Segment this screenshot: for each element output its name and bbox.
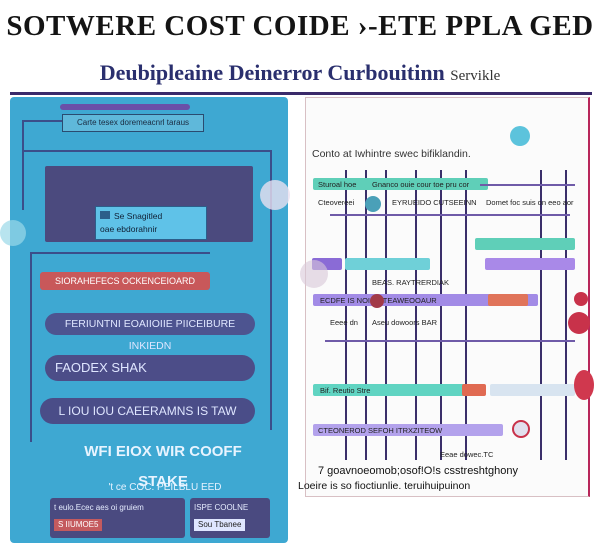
left-bar-1: SIORAHEFECS OCKENCEIOARD <box>40 272 210 290</box>
left-bottom-card-a: t eulo.Ecec aes oi gruiem S IIUMOE5 <box>50 498 185 538</box>
card-a-line1: t eulo.Ecec aes oi gruiem <box>54 503 144 512</box>
gantt-bar <box>475 238 575 250</box>
inner-card-icon <box>100 211 110 219</box>
milestone-dot <box>370 294 384 308</box>
node-icon <box>365 196 381 212</box>
decorative-blob <box>0 220 26 246</box>
card-b-cell: Sou Tbanee <box>194 519 246 531</box>
page-subtitle: Deubipleaine Deinerror Curbouitinn Servi… <box>0 60 600 86</box>
row-text: Bif. Reutio Stre <box>320 386 371 395</box>
connector-line <box>30 252 210 254</box>
gantt-bar <box>485 258 575 270</box>
connector-line <box>30 252 32 442</box>
gantt-bar <box>490 384 575 396</box>
left-top-box: Carte tesex doremeacnrl taraus <box>62 114 204 132</box>
gantt-line <box>330 214 570 216</box>
right-panel-header: Conto at Iwhintre swec bifiklandin. <box>312 148 471 160</box>
grid-vline <box>365 170 367 460</box>
left-bar-5: WFI EIOX WIR COOFF STAKE <box>58 437 268 490</box>
left-bar-3: FAODEX SHAK <box>45 355 255 381</box>
row-text: Sturoal hoe <box>318 180 357 189</box>
gantt-bar <box>488 294 528 306</box>
header-divider <box>10 92 592 95</box>
decorative-blob <box>260 180 290 210</box>
gantt-bar <box>462 384 486 396</box>
left-bar-2: FERIUNTNI EOAIIOIIE PIICEIBURE INKIEDN <box>45 313 255 352</box>
grid-vline <box>465 170 467 460</box>
grid-vline <box>385 170 387 460</box>
row-text: EYRUEIDO CUTSEEINN <box>392 198 477 207</box>
left-bottom-card-b: ISPE COOLNE Sou Tbanee <box>190 498 270 538</box>
grid-vline <box>345 170 347 460</box>
right-panel-footer-line1: 7 goavnoeomob;osof!O!s csstreshtghony <box>318 465 518 477</box>
card-a-cell: S IIUMOE5 <box>54 519 103 531</box>
row-text: Eeee dn <box>330 318 358 327</box>
page-title: SOTWERE COST COIDE ›-ETE PPLA GED <box>6 10 594 42</box>
row-text: Gnanco ouie cour toe pru cor <box>372 180 470 189</box>
gantt-bar <box>313 294 538 306</box>
left-inner-card: Se Snagitled oae ebdorahnir <box>95 206 207 240</box>
row-text: Domet foc suis on eeo aor <box>486 198 574 207</box>
grid-vline <box>565 170 567 460</box>
inner-card-line2: oae ebdorahnir <box>100 224 158 234</box>
connector-line <box>22 150 272 152</box>
gantt-bar <box>345 258 430 270</box>
card-b-line1: ISPE COOLNE <box>194 503 249 512</box>
gantt-bar <box>313 178 488 190</box>
gantt-bar <box>313 384 478 396</box>
milestone-dot <box>574 370 594 400</box>
milestone-dot <box>568 312 590 334</box>
gantt-line <box>480 184 575 186</box>
grid-vline <box>415 170 417 460</box>
connector-line <box>22 120 24 210</box>
row-text: Aseu dowoors BAR <box>372 318 438 327</box>
gantt-line <box>325 340 575 342</box>
left-top-label-bar <box>60 104 190 110</box>
grid-vline <box>540 170 542 460</box>
decorative-blob <box>300 260 328 288</box>
milestone-dot <box>512 420 530 438</box>
left-footer-label: 't ce COC. PEILBLU EED <box>108 482 222 493</box>
subtitle-small-text: Servikle <box>450 68 501 84</box>
right-panel-footer-line2: Loeire is so fioctiunlie. teruihuipuinon <box>298 480 471 492</box>
snowflake-icon <box>510 126 530 146</box>
row-text: Eeae dowec.TC <box>440 450 494 459</box>
left-bar-4: L IOU IOU CAEERAMNS IS TAW <box>40 398 255 424</box>
row-text: BEAS. RAYTRERDIAK <box>372 278 449 287</box>
row-text: CTEONEROD SEFOH ITRXZITEOW <box>318 426 443 435</box>
connector-line <box>22 120 62 122</box>
milestone-dot <box>574 292 588 306</box>
inner-card-line1: Se Snagitled <box>114 211 163 221</box>
grid-vline <box>440 170 442 460</box>
connector-line <box>270 150 272 430</box>
row-text: Cteovereei <box>318 198 355 207</box>
subtitle-text: Deubipleaine Deinerror Curbouitinn <box>99 60 445 85</box>
gantt-bar <box>313 424 503 436</box>
